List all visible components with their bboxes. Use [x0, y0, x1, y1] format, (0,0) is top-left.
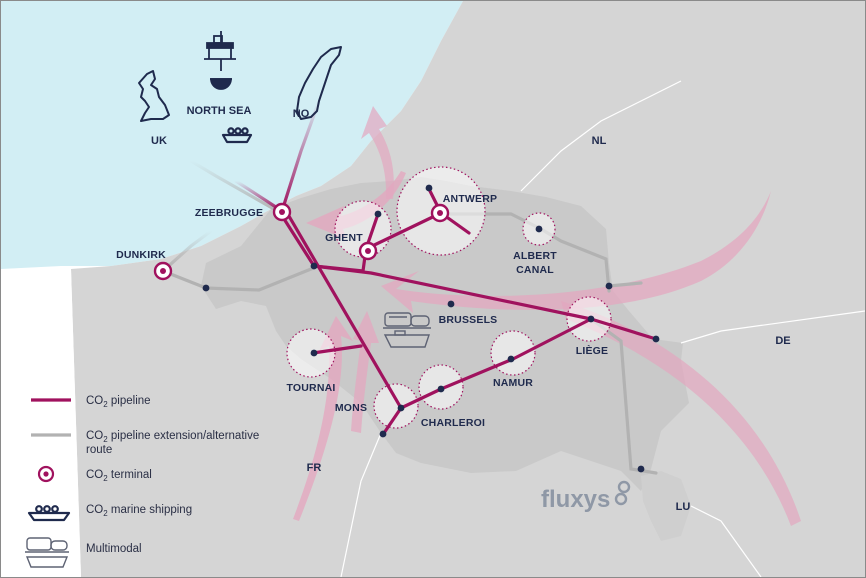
pipe-zeebrugge-nw	[234, 179, 284, 213]
node-ghent-west	[310, 262, 318, 270]
flow-arrow-south	[293, 316, 353, 521]
pipe-mons-south	[382, 406, 403, 435]
node-ghent-north	[374, 210, 382, 218]
legend-terminal-swatch	[37, 465, 55, 483]
pipe-zeebrugge-mons	[284, 209, 403, 410]
node-mons-south	[379, 430, 387, 438]
node-antwerp-north	[425, 184, 433, 192]
node-dunkirk-east	[202, 284, 210, 292]
legend-shipping-icon	[27, 505, 71, 522]
node-tournai	[310, 349, 318, 357]
ext-dunkirk-ghent	[161, 265, 318, 292]
terminal-dunkirk	[153, 261, 173, 281]
country-label-uk: UK	[151, 135, 167, 147]
city-label-charleroi: CHARLEROI	[421, 417, 485, 429]
terminal-ghent	[358, 241, 378, 261]
city-label-namur: NAMUR	[493, 377, 533, 389]
legend-multimodal-label: Multimodal	[86, 543, 142, 555]
multimodal-train-icon	[383, 312, 431, 348]
flow-arrow-ghent	[306, 171, 406, 239]
pipe-tournai	[311, 344, 363, 355]
sea-label-north-sea: NORTH SEA	[187, 105, 252, 117]
flow-arrow-rising	[351, 311, 379, 433]
city-label-zeebrugge: ZEEBRUGGE	[195, 207, 263, 219]
coast-strip	[1, 269, 81, 577]
luxembourg-area	[641, 471, 691, 541]
city-label-ghent: GHENT	[325, 232, 363, 244]
terminal-zeebrugge	[272, 202, 292, 222]
node-liege	[587, 315, 595, 323]
legend-shipping-label: CO2 marine shipping	[86, 504, 192, 518]
ship-icon	[221, 127, 253, 144]
legend-extension-label: CO2 pipeline extension/alternative	[86, 430, 259, 444]
node-mons	[397, 404, 405, 412]
pipeline-nodes	[202, 184, 660, 473]
node-namur	[507, 355, 515, 363]
city-label-dunkirk: DUNKIRK	[116, 249, 166, 261]
brand-name: fluxys	[541, 486, 610, 513]
country-label-lu: LU	[676, 501, 691, 513]
node-charleroi	[437, 385, 445, 393]
country-label-fr: FR	[307, 462, 322, 474]
legend-pipeline-label: CO2 pipeline	[86, 395, 151, 409]
city-label-albert: ALBERT	[513, 250, 557, 262]
pipe-ghent-antwerp	[364, 211, 443, 251]
ext-zeebrugge-sea	[189, 159, 283, 215]
ext-dunkirk-sea	[161, 229, 213, 273]
city-label-antwerp: ANTWERP	[443, 193, 497, 205]
oil-platform-icon	[204, 31, 236, 90]
node-lu	[637, 465, 645, 473]
city-label-brussels: BRUSSELS	[439, 314, 498, 326]
country-borders	[340, 80, 865, 577]
terminal-antwerp	[430, 203, 450, 223]
fluxys-logo-icon	[614, 480, 631, 506]
norway-map-icon	[296, 46, 342, 120]
legend-terminal-label: CO2 terminal	[86, 469, 152, 483]
zone-mons	[373, 383, 419, 429]
legend: CO2 pipeline CO2 pipeline extension/alte…	[25, 395, 259, 568]
node-liege-east	[605, 282, 613, 290]
flow-arrow-north	[361, 106, 394, 199]
ext-liege-east	[607, 281, 643, 288]
co2-terminals	[153, 202, 450, 281]
city-label-tournai: TOURNAI	[286, 382, 335, 394]
zone-namur	[490, 330, 536, 376]
flow-arrow-east	[381, 191, 771, 313]
legend-extension-label-line2: route	[86, 444, 112, 456]
node-de-border	[652, 335, 660, 343]
country-label-no: NO	[293, 108, 310, 120]
pipe-mons-liege	[399, 317, 593, 410]
belgium-area	[201, 177, 689, 491]
country-label-nl: NL	[592, 135, 607, 147]
uk-map-icon	[138, 70, 170, 122]
city-label-mons: MONS	[335, 402, 367, 414]
pipe-zeebrugge-north	[280, 99, 321, 213]
city-label-canal: CANAL	[516, 264, 554, 276]
country-label-de: DE	[775, 335, 790, 347]
legend-multimodal-icon	[25, 537, 69, 568]
node-albert-canal	[535, 225, 543, 233]
node-brussels	[447, 300, 455, 308]
city-label-liege: LIÈGE	[576, 344, 609, 357]
